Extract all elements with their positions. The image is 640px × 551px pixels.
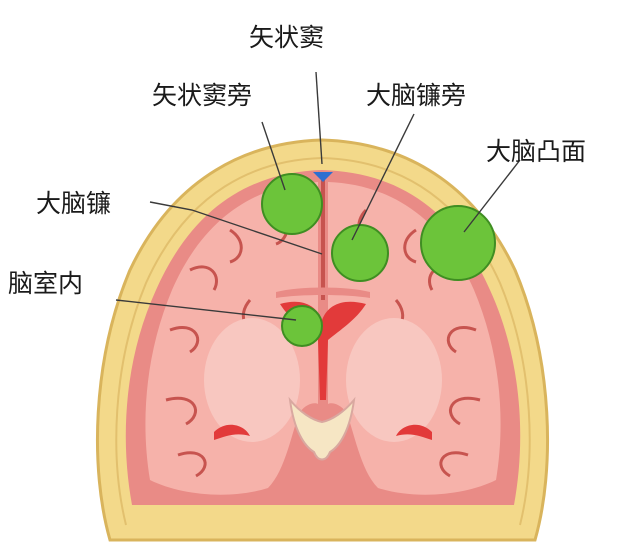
label-convexity: 大脑凸面 — [486, 137, 586, 166]
white-matter-right — [346, 318, 442, 442]
tumor-convexity — [420, 205, 496, 281]
leader-parafalcine — [351, 113, 415, 241]
tumor-intraventricular — [281, 305, 323, 347]
label-parafalcine: 大脑镰旁 — [366, 81, 466, 110]
tumor-parasagittal — [261, 173, 323, 235]
leader-convexity — [463, 159, 521, 233]
brainstem-notch — [288, 396, 356, 461]
label-sagittal-sinus: 矢状窦 — [249, 23, 324, 52]
temporal-horn-right — [396, 424, 432, 440]
label-parasagittal: 矢状窦旁 — [152, 81, 252, 110]
tumor-parafalcine — [331, 224, 389, 282]
label-intraventricular: 脑室内 — [8, 269, 83, 298]
corpus-callosum — [276, 287, 370, 298]
leader-parasagittal — [261, 121, 286, 191]
white-matter-left — [204, 318, 300, 442]
temporal-horn-left — [214, 424, 250, 440]
label-falx: 大脑镰 — [36, 189, 111, 218]
sagittal-sinus — [313, 172, 333, 182]
leader-falx — [149, 201, 323, 255]
leader-sagittal-sinus — [315, 71, 323, 165]
leader-intraventricular — [115, 299, 297, 321]
